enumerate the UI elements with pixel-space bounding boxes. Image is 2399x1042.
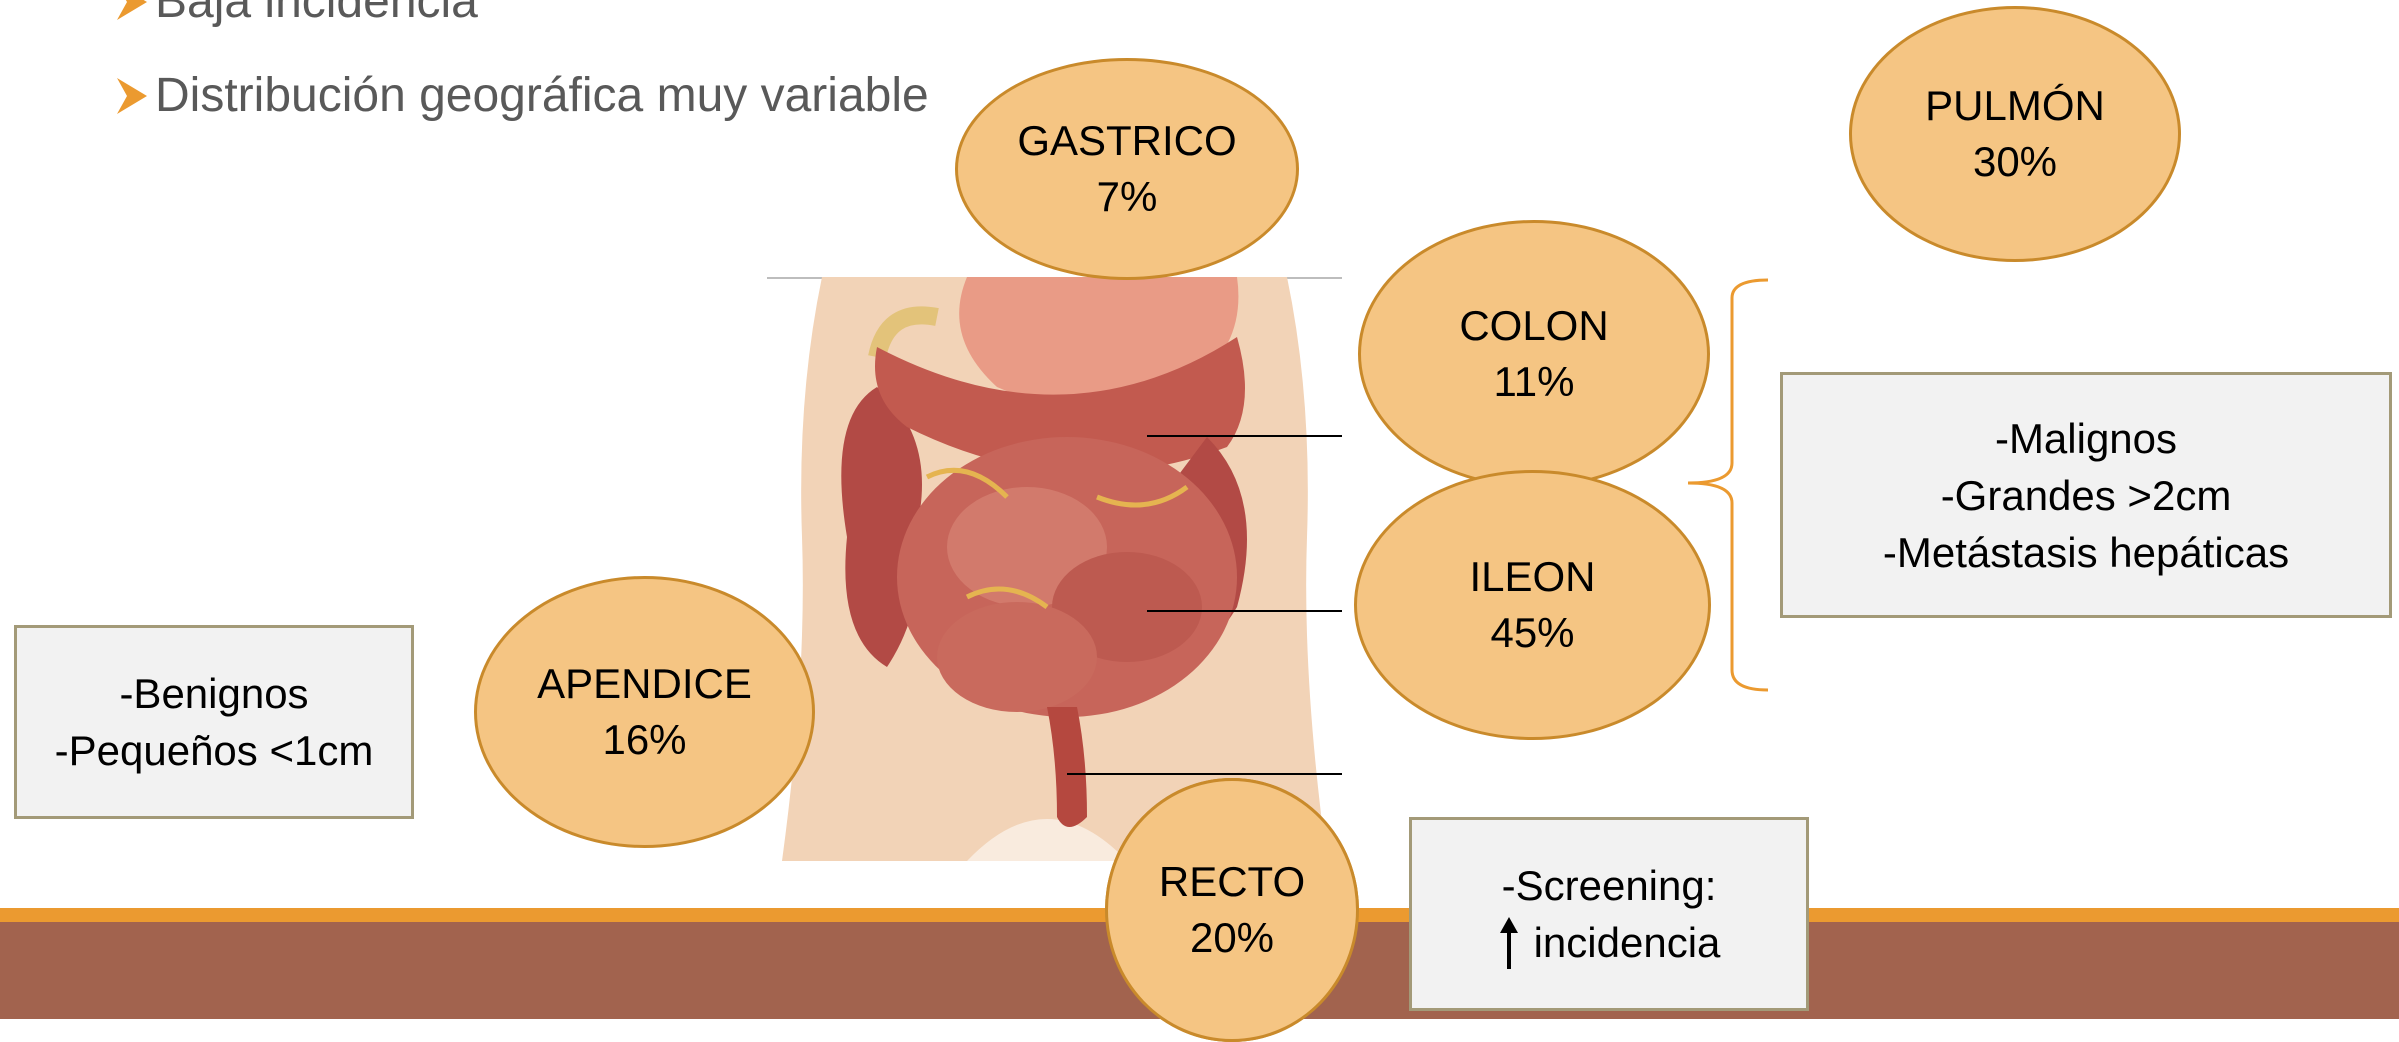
organ-percent: 11% <box>1494 354 1575 410</box>
organ-name: APENDICE <box>537 656 752 712</box>
organ-percent: 16% <box>602 712 686 768</box>
oval-pulmon: PULMÓN 30% <box>1849 6 2181 262</box>
arrow-bullet-icon <box>115 76 149 116</box>
note-line: -Grandes >2cm <box>1941 467 2232 524</box>
bullet-baja-incidencia: Baja incidencia <box>115 0 478 29</box>
organ-name: GASTRICO <box>1017 113 1236 169</box>
oval-colon: COLON 11% <box>1358 220 1710 488</box>
note-benignos: -Benignos -Pequeños <1cm <box>14 625 414 819</box>
organ-name: RECTO <box>1159 854 1305 910</box>
arrow-bullet-icon <box>115 0 149 22</box>
oval-recto-overlay: RECTO 20% <box>1105 778 1359 1042</box>
note-line: -Screening: <box>1502 857 1717 914</box>
note-malignos: -Malignos -Grandes >2cm -Metástasis hepá… <box>1780 372 2392 618</box>
organ-percent: 30% <box>1973 134 2057 190</box>
oval-gastrico: GASTRICO 7% <box>955 58 1299 280</box>
bullet-text: Baja incidencia <box>155 0 478 29</box>
note-line: -Malignos <box>1995 410 2177 467</box>
intestine-illustration <box>767 277 1342 861</box>
note-line: -Benignos <box>119 665 308 722</box>
note-screening: -Screening: incidencia <box>1409 817 1809 1011</box>
note-line: -Metástasis hepáticas <box>1883 524 2289 581</box>
bullet-text: Distribución geográfica muy variable <box>155 68 929 123</box>
organ-name: PULMÓN <box>1925 78 2105 134</box>
oval-ileon: ILEON 45% <box>1354 470 1711 740</box>
organ-name: ILEON <box>1469 549 1595 605</box>
organ-percent: 45% <box>1490 605 1574 661</box>
organ-percent: 7% <box>1097 169 1158 225</box>
note-text: incidencia <box>1534 914 1721 971</box>
note-line: -Pequeños <1cm <box>55 722 374 779</box>
oval-apendice: APENDICE 16% <box>474 576 815 848</box>
note-line-with-icon: incidencia <box>1498 914 1721 971</box>
organ-percent: 20% <box>1190 910 1274 966</box>
bullet-distribucion: Distribución geográfica muy variable <box>115 68 929 123</box>
organ-name: COLON <box>1459 298 1608 354</box>
arrow-up-icon <box>1498 915 1520 971</box>
